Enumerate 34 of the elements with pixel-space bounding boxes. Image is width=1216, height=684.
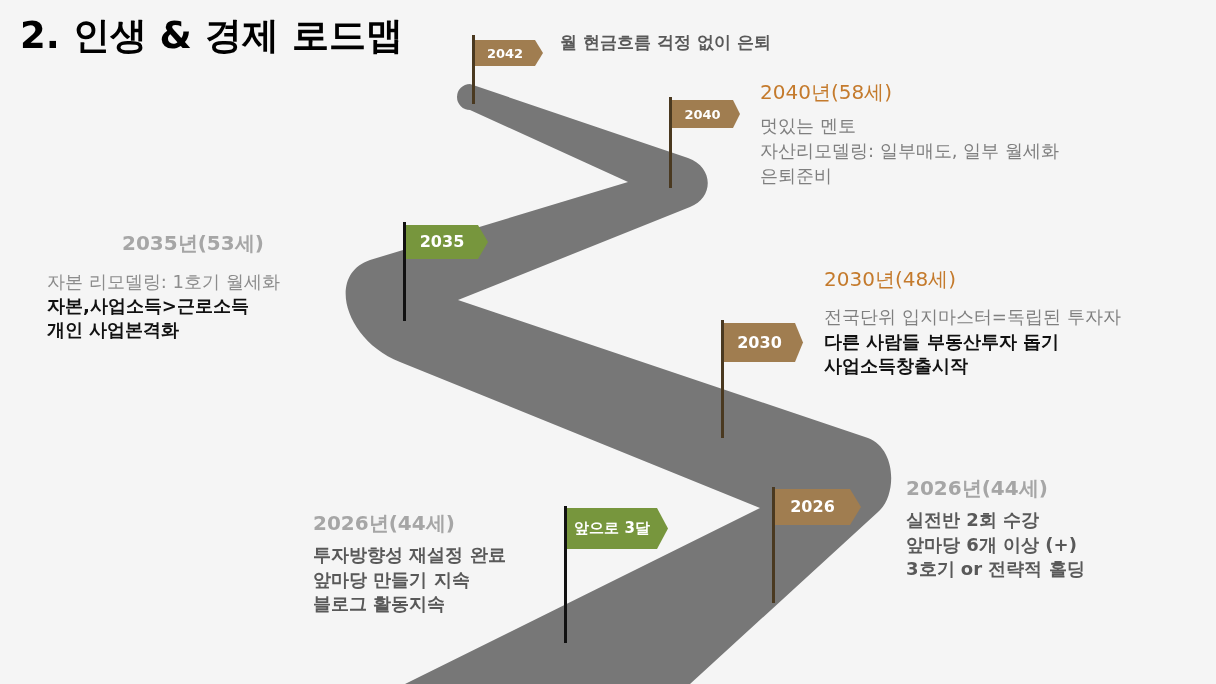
milestone-flag [564,506,668,643]
page-title: 2. 인생 & 경제 로드맵 [20,14,403,59]
milestone-note: 개인 사업본격화 [47,319,180,341]
flag-label: 2026 [789,496,836,518]
milestone-note: 앞마당 6개 이상 (+) [906,534,1077,556]
milestone-note: 전국단위 입지마스터=독립된 투자자 [824,306,1121,328]
milestone-note: 멋있는 멘토 [760,115,856,137]
milestone-heading: 2035년(53세) [122,231,264,255]
milestone-note: 자산리모델링: 일부매도, 일부 월세화 [760,140,1059,162]
milestone-note: 앞마당 만들기 지속 [313,569,470,591]
milestone-flag [472,35,543,104]
milestone-heading: 2026년(44세) [313,511,455,535]
milestone-flag [721,320,803,438]
milestone-heading: 2040년(58세) [760,80,892,104]
milestone-note: 다른 사람들 부동산투자 돕기 [824,331,1059,353]
milestone-flag [669,97,740,188]
milestone-note: 실전반 2회 수강 [906,509,1040,531]
milestone-note: 월 현금흐름 걱정 없이 은퇴 [560,32,771,53]
milestone-note: 자본,사업소득>근로소득 [47,295,249,317]
flag-label: 앞으로 3달 [573,518,651,539]
flag-label: 2035 [418,231,466,253]
milestone-note: 사업소득창출시작 [824,355,968,377]
milestone-heading: 2026년(44세) [906,476,1048,500]
milestone-note: 자본 리모델링: 1호기 월세화 [47,271,280,293]
flag-label: 2042 [485,44,525,63]
milestone-heading: 2030년(48세) [824,267,956,291]
flag-label: 2030 [736,331,783,354]
milestone-flag [403,222,488,321]
milestone-note: 블로그 활동지속 [313,593,446,615]
milestone-note: 3호기 or 전략적 홀딩 [906,558,1085,580]
flag-label: 2040 [683,105,722,124]
milestone-note: 은퇴준비 [760,165,832,187]
milestone-flag [772,487,861,603]
milestone-note: 투자방향성 재설정 완료 [313,544,506,566]
